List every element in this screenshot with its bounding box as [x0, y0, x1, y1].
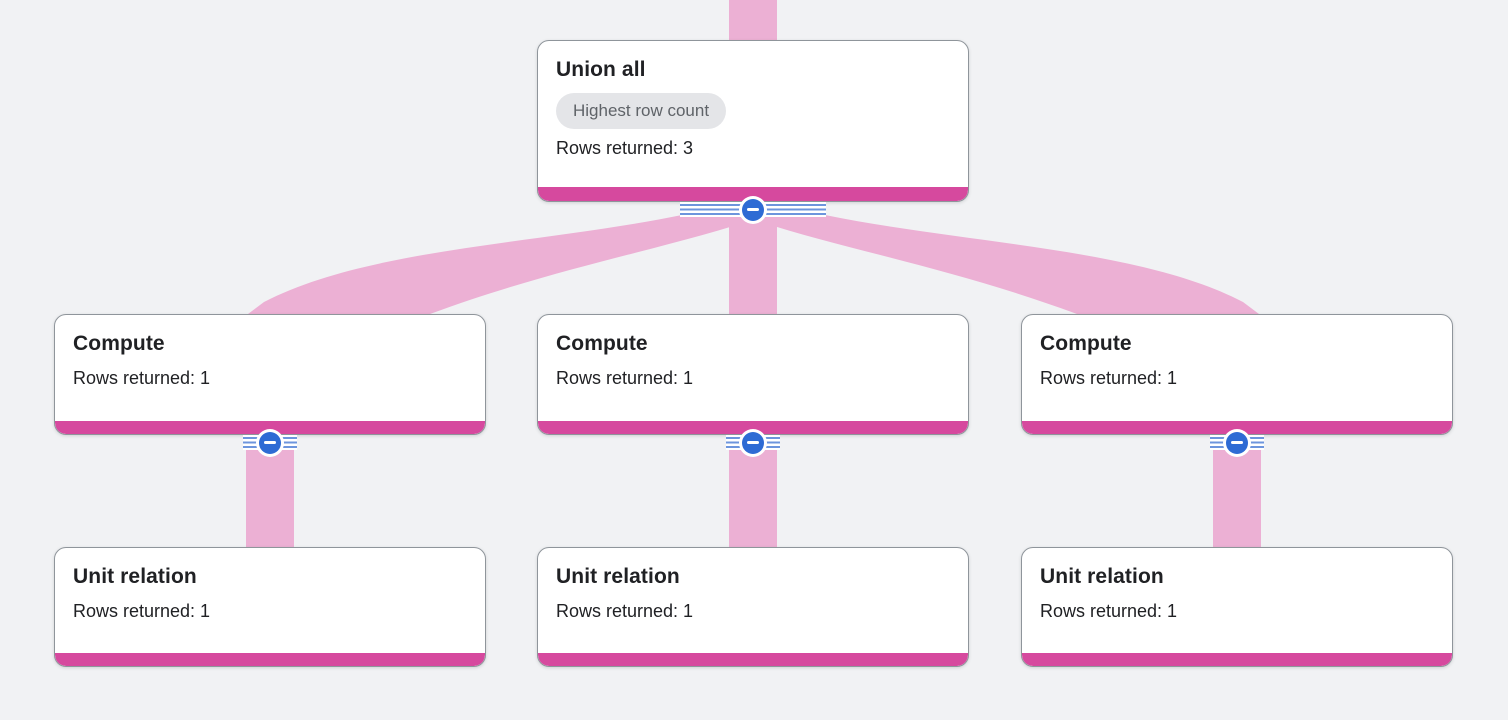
edge-offscreen-to-union [729, 0, 777, 44]
node-unit-relation-2[interactable]: Unit relation Rows returned: 1 [537, 547, 969, 667]
rows-returned-label: Rows returned: 1 [1040, 601, 1178, 621]
node-title: Unit relation [73, 565, 197, 588]
node-accent-bar [55, 653, 485, 666]
node-accent-bar [1022, 653, 1452, 666]
node-unit-relation-1[interactable]: Unit relation Rows returned: 1 [54, 547, 486, 667]
node-accent-bar [55, 421, 485, 434]
node-accent-bar [1022, 421, 1452, 434]
minus-circle-icon[interactable] [1223, 428, 1251, 457]
edge-compute-2-to-unit-2 [729, 440, 777, 548]
rows-returned-label: Rows returned: 1 [556, 601, 694, 621]
node-compute-1[interactable]: Compute Rows returned: 1 [54, 314, 486, 435]
node-title: Compute [73, 332, 165, 355]
node-compute-2[interactable]: Compute Rows returned: 1 [537, 314, 969, 435]
edge-union-to-compute-2 [729, 212, 777, 316]
rows-returned-label: Rows returned: 3 [556, 138, 694, 158]
node-accent-bar [538, 653, 968, 666]
collapse-toggle-union[interactable] [680, 195, 826, 224]
rows-returned-label: Rows returned: 1 [556, 368, 694, 388]
collapse-toggle-compute-1[interactable] [243, 428, 297, 457]
collapse-toggle-compute-2[interactable] [726, 428, 780, 457]
node-unit-relation-3[interactable]: Unit relation Rows returned: 1 [1021, 547, 1453, 667]
rows-returned-label: Rows returned: 1 [73, 368, 211, 388]
node-title: Compute [556, 332, 648, 355]
node-accent-bar [538, 421, 968, 434]
node-title: Union all [556, 58, 646, 81]
minus-circle-icon[interactable] [739, 428, 767, 457]
node-title: Compute [1040, 332, 1132, 355]
rows-returned-label: Rows returned: 1 [1040, 368, 1178, 388]
edge-compute-1-to-unit-1 [246, 440, 294, 548]
node-union-all[interactable]: Union all Highest row count Rows returne… [537, 40, 969, 202]
node-accent-bar [538, 187, 968, 201]
minus-circle-icon[interactable] [739, 195, 767, 224]
highest-row-count-badge: Highest row count [556, 93, 727, 129]
minus-circle-icon[interactable] [256, 428, 284, 457]
edge-union-to-compute-1 [248, 215, 764, 327]
edge-union-to-compute-3 [743, 215, 1259, 327]
node-title: Unit relation [1040, 565, 1164, 588]
edge-compute-3-to-unit-3 [1213, 440, 1261, 548]
collapse-toggle-compute-3[interactable] [1210, 428, 1264, 457]
rows-returned-label: Rows returned: 1 [73, 601, 211, 621]
node-title: Unit relation [556, 565, 680, 588]
node-compute-3[interactable]: Compute Rows returned: 1 [1021, 314, 1453, 435]
